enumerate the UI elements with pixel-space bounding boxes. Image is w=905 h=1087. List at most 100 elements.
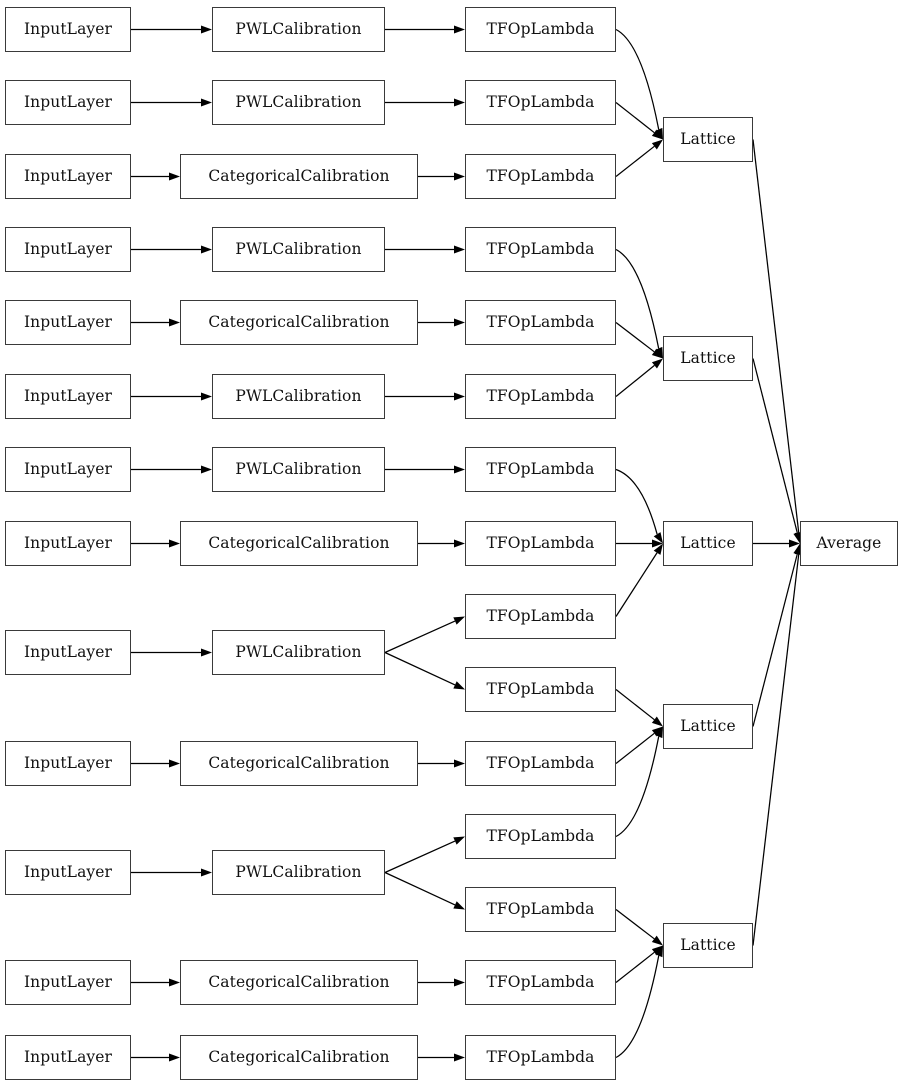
graph-node-calib-cal10[interactable]: CategoricalCalibration [180,741,418,786]
graph-node-lattice-lat4[interactable]: Lattice [663,704,753,749]
graph-edge-lat2-to-avg [752,358,802,544]
graph-node-input-in8[interactable]: InputLayer [5,521,131,566]
graph-node-label: Lattice [680,716,736,735]
graph-node-tfop-op8[interactable]: TFOpLambda [465,521,616,566]
graph-node-label: CategoricalCalibration [208,1047,390,1066]
graph-edge-op13-to-lat5 [615,909,663,946]
graph-node-input-in6[interactable]: InputLayer [5,374,131,419]
arrowhead-icon [201,465,212,474]
arrowhead-icon [453,836,465,845]
graph-edge-lat1-to-avg [752,139,803,544]
graph-edge-in2-to-cal2 [131,98,212,107]
graph-node-input-in4[interactable]: InputLayer [5,227,131,272]
arrowhead-icon [651,945,663,956]
graph-node-label: PWLCalibration [235,642,362,661]
graph-node-tfop-op2[interactable]: TFOpLambda [465,80,616,125]
graph-node-calib-cal7[interactable]: PWLCalibration [212,447,385,492]
arrowhead-icon [201,98,212,107]
graph-node-label: CategoricalCalibration [208,312,390,331]
arrowhead-icon [651,716,663,727]
graph-node-label: InputLayer [23,642,113,661]
graph-node-input-in9[interactable]: InputLayer [5,630,131,675]
arrowhead-icon [169,172,180,181]
graph-node-tfop-op15[interactable]: TFOpLambda [465,1035,616,1080]
graph-node-input-in10[interactable]: InputLayer [5,741,131,786]
graph-node-tfop-op1[interactable]: TFOpLambda [465,7,616,52]
graph-edge-op11-to-lat4 [615,726,663,764]
graph-node-tfop-op4[interactable]: TFOpLambda [465,227,616,272]
graph-node-calib-cal5[interactable]: CategoricalCalibration [180,300,418,345]
graph-edge-in6-to-cal6 [131,392,212,401]
graph-node-calib-cal3[interactable]: CategoricalCalibration [180,154,418,199]
graph-node-calib-cal4[interactable]: PWLCalibration [212,227,385,272]
arrowhead-icon [454,318,465,327]
graph-node-lattice-lat2[interactable]: Lattice [663,336,753,381]
graph-node-input-in12[interactable]: InputLayer [5,960,131,1005]
graph-node-input-in11[interactable]: InputLayer [5,850,131,895]
graph-node-tfop-op14[interactable]: TFOpLambda [465,960,616,1005]
graph-node-label: TFOpLambda [486,92,595,111]
graph-edge-cal3-to-op3 [418,172,465,181]
graph-node-tfop-op9[interactable]: TFOpLambda [465,594,616,639]
graph-node-tfop-op3[interactable]: TFOpLambda [465,154,616,199]
graph-node-label: InputLayer [23,972,113,991]
arrowhead-icon [453,681,465,690]
graph-node-label: TFOpLambda [486,899,595,918]
graph-node-tfop-op6[interactable]: TFOpLambda [465,374,616,419]
graph-node-input-in5[interactable]: InputLayer [5,300,131,345]
graph-node-label: CategoricalCalibration [208,753,390,772]
graph-edge-cal7-to-op7 [385,465,465,474]
graph-edge-op12-to-lat4 [615,726,663,838]
graph-node-tfop-op12[interactable]: TFOpLambda [465,814,616,859]
graph-node-lattice-lat5[interactable]: Lattice [663,923,753,968]
graph-edge-in4-to-cal4 [131,245,212,254]
arrowhead-icon [454,465,465,474]
graph-node-label: TFOpLambda [486,312,595,331]
graph-node-tfop-op5[interactable]: TFOpLambda [465,300,616,345]
graph-node-output-avg[interactable]: Average [800,521,898,566]
graph-node-label: CategoricalCalibration [208,166,390,185]
graph-node-label: TFOpLambda [486,753,595,772]
arrowhead-icon [454,759,465,768]
graph-node-label: TFOpLambda [486,166,595,185]
graph-edge-in5-to-cal5 [131,318,180,327]
graph-node-label: Average [816,533,882,552]
graph-node-lattice-lat1[interactable]: Lattice [663,117,753,162]
arrowhead-icon [453,901,465,910]
graph-edge-cal9-to-op10 [384,651,465,690]
graph-node-calib-cal13[interactable]: CategoricalCalibration [180,1035,418,1080]
graph-node-input-in3[interactable]: InputLayer [5,154,131,199]
graph-node-calib-cal2[interactable]: PWLCalibration [212,80,385,125]
graph-node-label: TFOpLambda [486,19,595,38]
graph-node-label: PWLCalibration [235,19,362,38]
graph-edge-in12-to-cal12 [131,978,180,987]
arrowhead-icon [651,129,663,140]
graph-node-input-in1[interactable]: InputLayer [5,7,131,52]
graph-node-input-in2[interactable]: InputLayer [5,80,131,125]
graph-node-label: Lattice [680,129,736,148]
arrowhead-icon [169,318,180,327]
arrowhead-icon [169,978,180,987]
graph-edge-cal6-to-op6 [385,392,465,401]
graph-node-label: CategoricalCalibration [208,972,390,991]
graph-node-label: TFOpLambda [486,1047,595,1066]
graph-edge-cal2-to-op2 [385,98,465,107]
graph-node-tfop-op13[interactable]: TFOpLambda [465,887,616,932]
graph-node-calib-cal1[interactable]: PWLCalibration [212,7,385,52]
graph-node-input-in7[interactable]: InputLayer [5,447,131,492]
graph-edge-op9-to-lat3 [615,543,663,617]
graph-node-calib-cal12[interactable]: CategoricalCalibration [180,960,418,1005]
graph-node-lattice-lat3[interactable]: Lattice [663,521,753,566]
graph-node-calib-cal6[interactable]: PWLCalibration [212,374,385,419]
graph-node-label: Lattice [680,348,736,367]
graph-node-input-in13[interactable]: InputLayer [5,1035,131,1080]
graph-edge-cal4-to-op4 [385,245,465,254]
graph-node-calib-cal9[interactable]: PWLCalibration [212,630,385,675]
graph-node-tfop-op10[interactable]: TFOpLambda [465,667,616,712]
arrowhead-icon [201,648,212,657]
graph-node-label: TFOpLambda [486,679,595,698]
graph-node-calib-cal8[interactable]: CategoricalCalibration [180,521,418,566]
graph-node-calib-cal11[interactable]: PWLCalibration [212,850,385,895]
graph-node-tfop-op11[interactable]: TFOpLambda [465,741,616,786]
graph-node-tfop-op7[interactable]: TFOpLambda [465,447,616,492]
